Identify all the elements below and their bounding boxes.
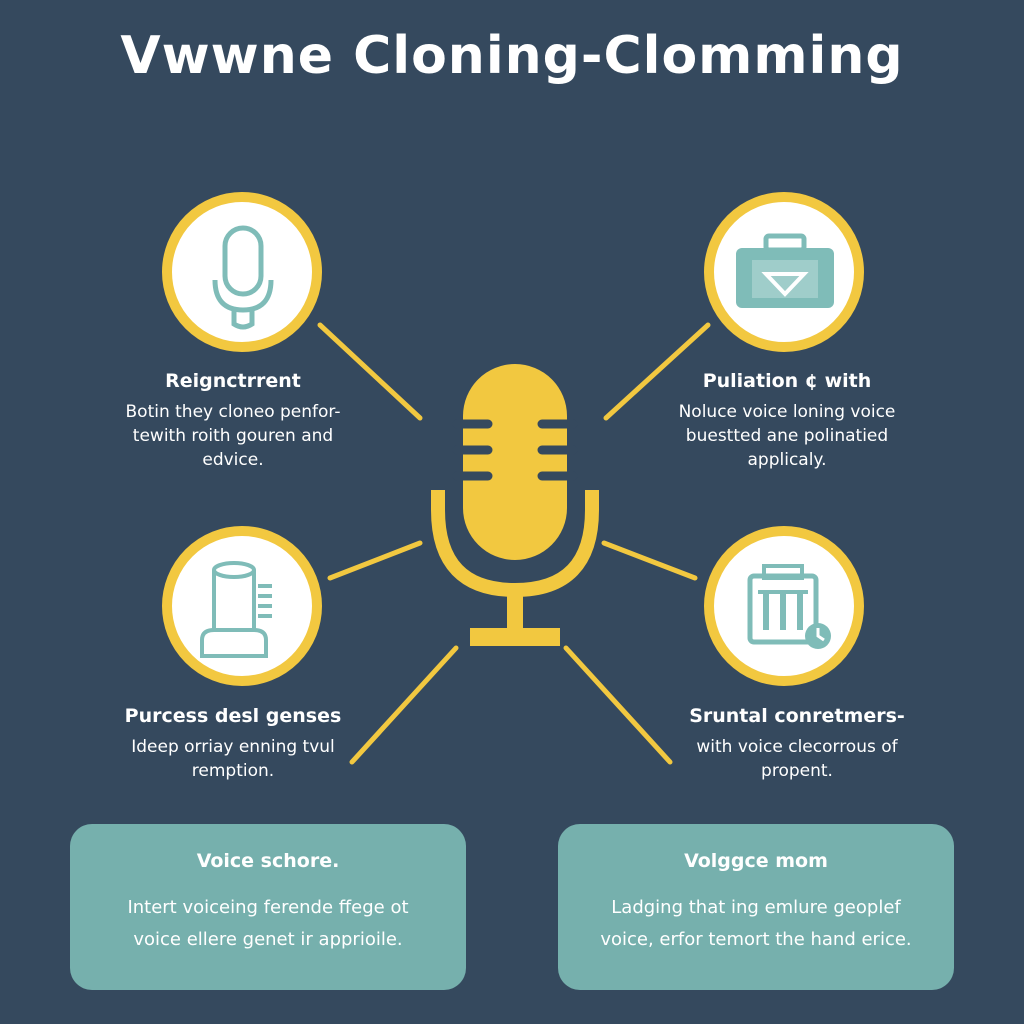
- connector-line-mid-left: [327, 540, 423, 581]
- node-top-left: [162, 192, 322, 352]
- card-title: Voice schore.: [196, 850, 340, 872]
- card-title: Volggce mom: [684, 850, 828, 872]
- card-description: Intert voiceing ferende ffege ot voice e…: [70, 892, 466, 956]
- page-title: Vwwne Cloning-Clomming: [120, 26, 904, 86]
- feature-description-line: remption.: [191, 761, 275, 781]
- feature-description-line: applicaly.: [747, 450, 827, 470]
- feature-top-left: Reignctrrent Botin they cloneo penfor- t…: [68, 370, 398, 472]
- card-description-line: Intert voiceing ferende ffege ot: [127, 897, 409, 918]
- connector-line-top-left: [317, 322, 423, 421]
- node-mid-left: [162, 526, 322, 686]
- connector-line-bottom-left: [349, 645, 459, 765]
- feature-description-line: edvice.: [202, 450, 264, 470]
- microphone-icon: [212, 225, 274, 330]
- feature-description-line: Ideep orriay enning tvul: [131, 737, 335, 757]
- feature-description: with voice clecorrous of propent.: [632, 735, 962, 783]
- feature-title: Purcess desl genses: [124, 705, 342, 727]
- feature-description-line: Botin they cloneo penfor-: [125, 402, 341, 422]
- center-microphone-icon: [431, 364, 599, 646]
- connector-line-top-right: [603, 322, 711, 421]
- feature-bottom-right: Sruntal conretmers- with voice clecorrou…: [632, 705, 962, 783]
- feature-description: Noluce voice loning voice buestted ane p…: [622, 400, 952, 472]
- card-description-line: Ladging that ing emlure geoplef: [611, 897, 901, 918]
- feature-bottom-left: Purcess desl genses Ideep orriay enning …: [68, 705, 398, 783]
- feature-description-line: Noluce voice loning voice: [678, 402, 896, 422]
- building-clock-icon: [747, 564, 831, 649]
- cylinder-device-icon: [200, 561, 272, 658]
- node-top-right: [704, 192, 864, 352]
- card-description-line: voice ellere genet ir apprioile.: [133, 929, 403, 950]
- feature-title: Puliation ¢ with: [702, 370, 872, 392]
- card-description-line: voice, erfor temort the hand erice.: [600, 929, 912, 950]
- feature-description-line: tewith roith gouren and: [132, 426, 334, 446]
- feature-description-line: with voice clecorrous of: [696, 737, 898, 757]
- feature-title: Sruntal conretmers-: [689, 705, 905, 727]
- connector-line-bottom-right: [563, 645, 673, 765]
- feature-description: Ideep orriay enning tvul remption.: [68, 735, 398, 783]
- feature-description-line: buestted ane polinatied: [685, 426, 889, 446]
- info-card-left: Voice schore. Intert voiceing ferende ff…: [70, 824, 466, 990]
- feature-description-line: propent.: [761, 761, 833, 781]
- card-description: Ladging that ing emlure geoplef voice, e…: [558, 892, 954, 956]
- node-mid-right: [704, 526, 864, 686]
- feature-top-right: Puliation ¢ with Noluce voice loning voi…: [622, 370, 952, 472]
- feature-title: Reignctrrent: [165, 370, 301, 392]
- info-card-right: Volggce mom Ladging that ing emlure geop…: [558, 824, 954, 990]
- connector-line-mid-right: [601, 540, 698, 581]
- briefcase-icon: [736, 233, 834, 308]
- feature-description: Botin they cloneo penfor- tewith roith g…: [68, 400, 398, 472]
